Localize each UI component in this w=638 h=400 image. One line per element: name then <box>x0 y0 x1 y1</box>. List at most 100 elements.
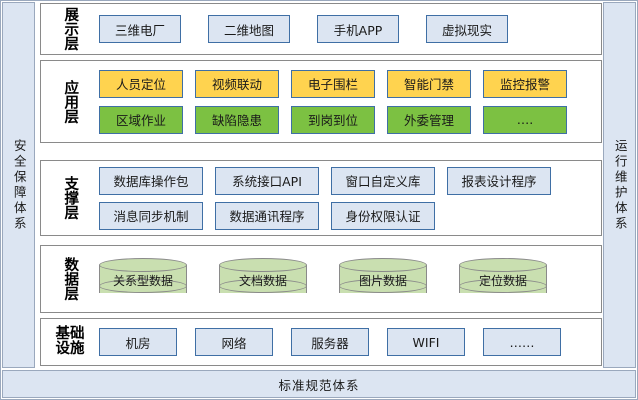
node-box[interactable]: 数据通讯程序 <box>215 201 319 230</box>
layer-label-text-support: 支撑层 <box>62 176 79 220</box>
cylinder-bottom-ellipse <box>459 279 547 293</box>
layer-label-text-application: 应用层 <box>62 79 79 124</box>
cylinder-top-ellipse <box>219 258 307 272</box>
node-box[interactable]: 报表设计程序 <box>447 166 551 195</box>
node-label: 视频联动 <box>211 77 262 92</box>
layer-row: 人员定位 视频联动 电子围栏 智能门禁 监控报警 <box>99 69 595 98</box>
database-cylinder[interactable]: 关系型数据 <box>99 258 187 300</box>
cylinder-label: 图片数据 <box>358 273 407 288</box>
database-cylinder[interactable]: 定位数据 <box>459 258 547 300</box>
footer-standards-label: 标准规范体系 <box>278 377 360 393</box>
layer-label-presentation: 展示层 <box>41 7 99 51</box>
node-box[interactable]: 电子围栏 <box>291 69 375 98</box>
node-label: 三维电厂 <box>114 22 165 38</box>
cylinder-top-ellipse <box>459 258 547 272</box>
node-box[interactable]: WIFI <box>387 328 465 356</box>
node-label: 缺陷隐患 <box>211 113 262 128</box>
cylinder-label: 定位数据 <box>478 273 527 288</box>
cylinder-bottom-ellipse <box>339 279 427 293</box>
node-box[interactable]: 手机APP <box>317 15 399 43</box>
node-label: 系统接口API <box>232 174 302 189</box>
node-box[interactable]: 监控报警 <box>483 69 567 98</box>
node-box[interactable]: 视频联动 <box>195 69 279 98</box>
layer-body-infrastructure: 机房 网络 服务器 WIFI …… <box>99 319 601 365</box>
layer-body-support: 数据库操作包 系统接口API 窗口自定义库 报表设计程序消息同步机制 数据通讯程序 身份权… <box>99 161 601 235</box>
layer-panel-support: 支撑层 数据库操作包 系统接口API 窗口自定义库 报表设计程序消息同步机制 数据通讯程序… <box>40 160 602 236</box>
node-box[interactable]: 区域作业 <box>99 105 183 134</box>
cylinder-top-ellipse <box>99 258 187 272</box>
layer-body-presentation: 三维电厂 二维地图 手机APP 虚拟现实 <box>99 4 601 54</box>
node-box[interactable]: …. <box>483 105 567 134</box>
layer-label-infrastructure: 基础设施 <box>41 325 99 357</box>
layer-label-text-presentation: 展示层 <box>62 7 79 51</box>
node-label: 监控报警 <box>499 77 550 92</box>
footer-standards-bar: 标准规范体系 <box>2 370 636 398</box>
layer-row: 机房 网络 服务器 WIFI …… <box>99 328 595 356</box>
node-label: 区域作业 <box>115 113 166 128</box>
node-label: 网络 <box>221 335 247 351</box>
node-box[interactable]: 三维电厂 <box>99 15 181 43</box>
empty-slot <box>447 202 551 230</box>
node-label: 机房 <box>125 335 151 351</box>
layer-row: 消息同步机制 数据通讯程序 身份权限认证 <box>99 201 595 230</box>
layer-row: 三维电厂 二维地图 手机APP 虚拟现实 <box>99 15 595 43</box>
layer-panel-infrastructure: 基础设施 机房 网络 服务器 WIFI …… <box>40 318 602 366</box>
node-label: 人员定位 <box>115 77 166 92</box>
layer-row: 区域作业 缺陷隐患 到岗到位 外委管理 …. <box>99 105 595 134</box>
node-box[interactable]: 消息同步机制 <box>99 201 203 230</box>
node-box[interactable]: 到岗到位 <box>291 105 375 134</box>
cylinder-bottom-ellipse <box>219 279 307 293</box>
cylinder-bottom-ellipse <box>99 279 187 293</box>
node-box[interactable]: 外委管理 <box>387 105 471 134</box>
node-box[interactable]: …… <box>483 328 561 356</box>
cylinder-top-ellipse <box>339 258 427 272</box>
node-label: 数据库操作包 <box>113 174 189 189</box>
database-cylinder[interactable]: 图片数据 <box>339 258 427 300</box>
node-label: 身份权限认证 <box>345 209 421 224</box>
node-box[interactable]: 智能门禁 <box>387 69 471 98</box>
layer-label-data: 数据层 <box>41 257 99 301</box>
layer-body-application: 人员定位 视频联动 电子围栏 智能门禁 监控报警区域作业 缺陷隐患 到岗到位 外委管理 …. <box>99 61 601 142</box>
left-rail-label: 安全保障体系 <box>11 138 27 232</box>
layer-body-data: 关系型数据 文档数据 图片数据 定位数据 <box>99 246 601 312</box>
node-label: 智能门禁 <box>403 77 454 92</box>
node-box[interactable]: 身份权限认证 <box>331 201 435 230</box>
node-label: 窗口自定义库 <box>345 174 421 189</box>
node-box[interactable]: 缺陷隐患 <box>195 105 279 134</box>
cylinder-label: 关系型数据 <box>112 273 173 288</box>
node-label: 报表设计程序 <box>461 174 537 189</box>
node-box[interactable]: 网络 <box>195 328 273 356</box>
node-box[interactable]: 人员定位 <box>99 69 183 98</box>
node-label: 二维地图 <box>223 22 274 38</box>
layer-row: 数据库操作包 系统接口API 窗口自定义库 报表设计程序 <box>99 166 595 195</box>
database-cylinder[interactable]: 文档数据 <box>219 258 307 300</box>
node-box[interactable]: 服务器 <box>291 328 369 356</box>
layer-label-text-data: 数据层 <box>62 257 79 301</box>
left-rail-security-system: 安全保障体系 <box>2 2 35 368</box>
node-label: 服务器 <box>311 335 349 351</box>
node-box[interactable]: 窗口自定义库 <box>331 166 435 195</box>
node-label: WIFI <box>412 334 440 350</box>
node-box[interactable]: 二维地图 <box>208 15 290 43</box>
node-label: 到岗到位 <box>307 113 358 128</box>
layer-label-application: 应用层 <box>41 80 99 124</box>
node-box[interactable]: 机房 <box>99 328 177 356</box>
node-label: 手机APP <box>333 22 383 38</box>
layer-label-support: 支撑层 <box>41 176 99 220</box>
layer-row: 关系型数据 文档数据 图片数据 定位数据 <box>99 258 595 300</box>
layer-panel-application: 应用层 人员定位 视频联动 电子围栏 智能门禁 监控报警区域作业 缺陷隐患 到岗到位 外委管理 …… <box>40 60 602 143</box>
layer-label-line1-infrastructure: 基础 <box>55 325 85 342</box>
node-label: 电子围栏 <box>307 77 358 92</box>
layer-panel-presentation: 展示层 三维电厂 二维地图 手机APP 虚拟现实 <box>40 3 602 55</box>
cylinder-label: 文档数据 <box>238 273 287 288</box>
node-label: 虚拟现实 <box>441 22 492 38</box>
layer-panel-data: 数据层 关系型数据 文档数据 图片数据 定位数据 <box>40 245 602 313</box>
node-label: …… <box>509 334 535 350</box>
node-label: 消息同步机制 <box>113 209 189 224</box>
node-box[interactable]: 系统接口API <box>215 166 319 195</box>
node-box[interactable]: 数据库操作包 <box>99 166 203 195</box>
node-label: …. <box>516 112 534 127</box>
node-box[interactable]: 虚拟现实 <box>426 15 508 43</box>
node-label: 数据通讯程序 <box>229 209 305 224</box>
